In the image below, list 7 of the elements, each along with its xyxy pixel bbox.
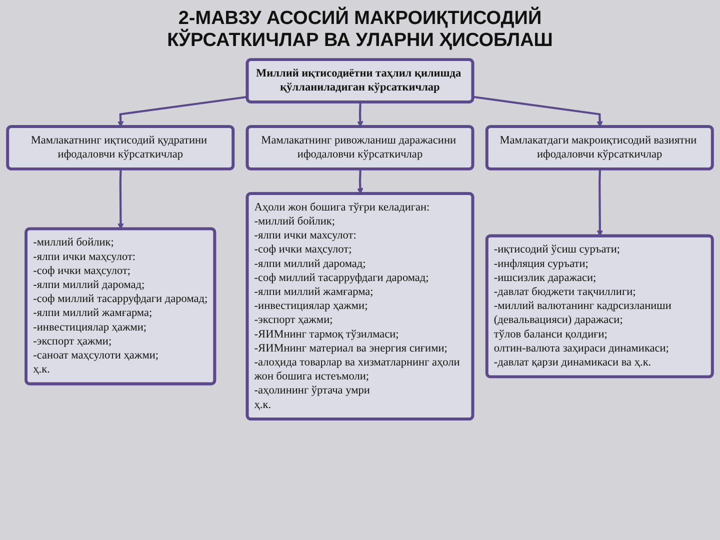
arrow [472, 96, 603, 128]
arrow [596, 169, 604, 236]
arrow [118, 169, 124, 230]
arrow [118, 96, 248, 128]
arrow [357, 102, 364, 128]
arrow [357, 169, 364, 194]
diagram-title: 2-МАВЗУ АСОСИЙ МАКРОИҚТИСОДИЙ КЎРСАТКИЧЛАР ВА УЛАРНИ ҲИСОБЛАШ [166, 8, 554, 52]
